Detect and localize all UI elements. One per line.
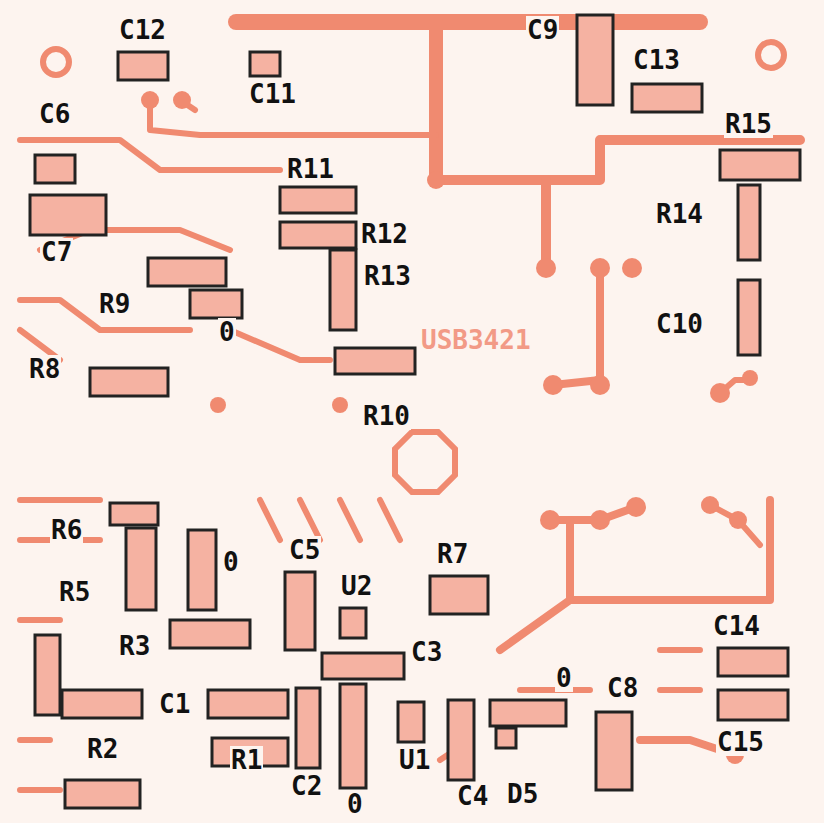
part-label: R3 (118, 632, 151, 660)
part-label: C5 (288, 536, 321, 564)
part-label: C10 (655, 310, 704, 338)
part-label: C11 (248, 80, 297, 108)
part-label: R14 (655, 200, 704, 228)
part-label: C3 (410, 638, 443, 666)
part-label: R9 (98, 290, 131, 318)
part-label: R13 (363, 262, 412, 290)
part-label: C13 (632, 46, 681, 74)
part-label: C4 (456, 782, 489, 810)
part-label: R7 (436, 540, 469, 568)
part-label: R1 (230, 746, 263, 774)
part-label: 0 (222, 548, 240, 576)
part-label: R8 (28, 355, 61, 383)
part-label: U2 (340, 572, 373, 600)
part-label: C2 (290, 772, 323, 800)
part-label: C15 (716, 728, 765, 756)
part-label: C8 (606, 674, 639, 702)
part-label: R11 (286, 155, 335, 183)
part-label: R15 (724, 110, 773, 138)
part-label: R12 (360, 220, 409, 248)
part-label: C9 (526, 16, 559, 44)
part-label: C6 (38, 100, 71, 128)
part-label: C12 (118, 16, 167, 44)
part-label: C7 (40, 238, 73, 266)
part-label: D5 (506, 780, 539, 808)
part-label: U1 (398, 746, 431, 774)
part-label: 0 (555, 664, 573, 692)
part-label: R2 (86, 735, 119, 763)
part-label: 0 (346, 790, 364, 818)
part-label: 0 (218, 318, 236, 346)
part-label: USB3421 (420, 326, 532, 354)
part-label: R6 (50, 516, 83, 544)
vias (141, 91, 758, 764)
part-label: R10 (362, 402, 411, 430)
part-label: R5 (58, 578, 91, 606)
part-label: C14 (712, 612, 761, 640)
mounting-holes (43, 42, 784, 492)
component-outlines (30, 15, 800, 808)
copper-traces (20, 22, 800, 790)
part-label: C1 (158, 690, 191, 718)
